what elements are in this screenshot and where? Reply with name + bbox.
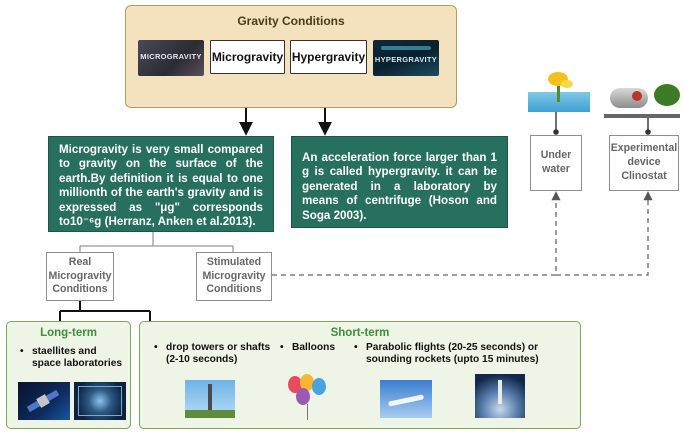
under-water-image: [528, 72, 590, 112]
satellite-image: [18, 382, 70, 420]
clinostat-image: [604, 82, 685, 118]
microgravity-thumb-text: MICROGRAVITY: [140, 52, 202, 61]
long-term-title: Long-term: [40, 327, 97, 339]
real-microgravity-label: Real Microgravity Conditions: [48, 255, 112, 296]
under-water-label: Under water: [540, 149, 572, 175]
real-microgravity-box: Real Microgravity Conditions: [46, 252, 114, 301]
microgravity-definition: Microgravity is very small compared to g…: [48, 136, 274, 232]
short-term-item-parabolic: • Parabolic flights (20-25 seconds) or s…: [354, 342, 539, 366]
short-term-item-drop-towers: • drop towers or shafts (2-10 seconds): [154, 342, 271, 366]
short-term-section: Short-term • drop towers or shafts (2-10…: [139, 321, 581, 429]
bullet-icon: •: [280, 342, 284, 353]
short-term-title: Short-term: [330, 327, 390, 339]
hypergravity-thumbnail: HYPERGRAVITY: [373, 40, 439, 76]
short-term-item-balloons: • Balloons: [280, 342, 336, 353]
dashed-link-clinostat: [556, 191, 653, 276]
microgravity-thumbnail: MICROGRAVITY: [138, 40, 204, 76]
space-laboratory-image: [74, 382, 126, 420]
under-water-box: Under water: [530, 135, 582, 191]
clinostat-label: Experimental device Clinostat: [610, 142, 678, 182]
bullet-icon: •: [354, 342, 358, 353]
hypergravity-thumb-text: HYPERGRAVITY: [374, 55, 438, 64]
bullet-icon: •: [154, 342, 158, 353]
long-term-item: • staellites and space laboratories: [20, 346, 123, 370]
stimulated-microgravity-label: Stimulated Microgravity Conditions: [202, 255, 266, 296]
sounding-rocket-image: [475, 374, 525, 418]
bullet-icon: •: [20, 346, 24, 357]
panel-title: Gravity Conditions: [237, 14, 345, 28]
clinostat-box: Experimental device Clinostat: [609, 135, 679, 191]
long-term-section: Long-term • staellites and space laborat…: [6, 321, 131, 429]
balloons-image: [286, 374, 330, 422]
parabolic-flight-image: [380, 380, 432, 418]
hypergravity-button[interactable]: Hypergravity: [290, 40, 367, 74]
microgravity-button[interactable]: Microgravity: [210, 40, 285, 74]
drop-tower-image: [185, 380, 235, 418]
hypergravity-definition: An acceleration force larger than 1 g is…: [291, 136, 508, 228]
stimulated-microgravity-box: Stimulated Microgravity Conditions: [196, 252, 272, 301]
